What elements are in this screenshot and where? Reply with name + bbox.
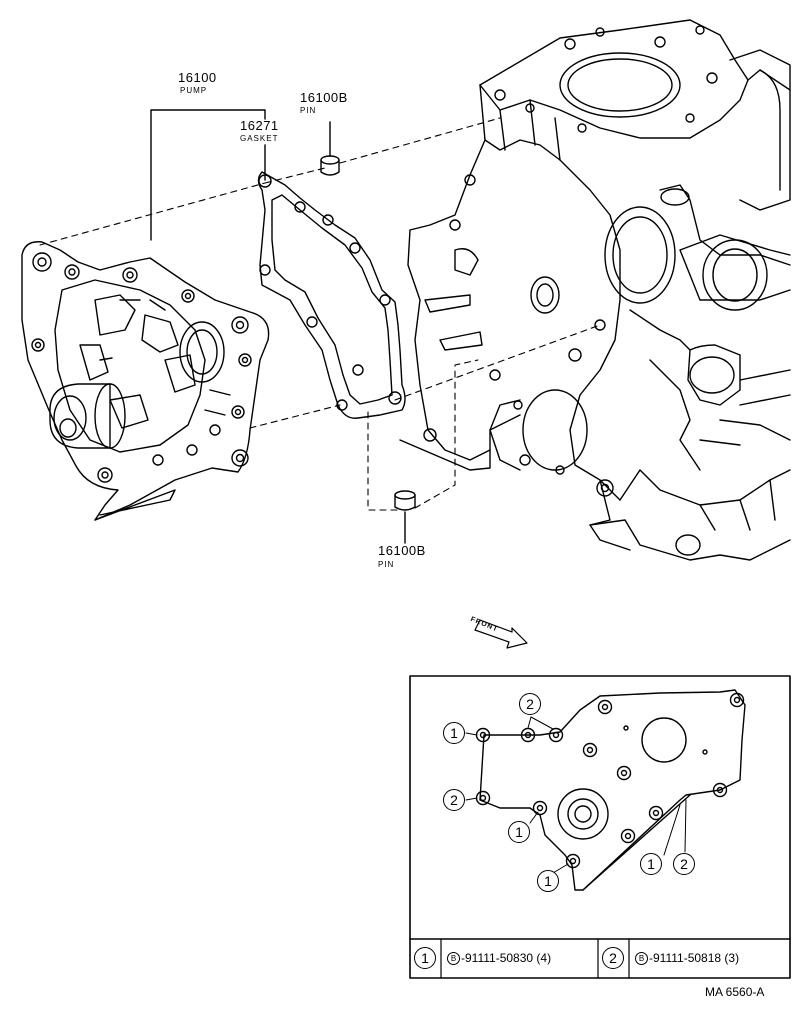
alignment-dashes xyxy=(39,117,601,511)
legend-bolt-2-part: -91111-50818 (3) xyxy=(649,951,740,965)
pump-part-number: 16100 xyxy=(178,70,217,85)
inset-callout-2: 2 xyxy=(443,789,465,811)
gasket-part-number: 16271 xyxy=(240,118,279,133)
legend-callout-2: 2 xyxy=(602,947,624,969)
inset-callout-1: 1 xyxy=(443,722,465,744)
reference-code: MA 6560-A xyxy=(705,985,765,999)
legend-bolt-1: B-91111-50830 (4) xyxy=(447,951,552,966)
legend-callout-1: 1 xyxy=(414,947,436,969)
pin-top-part-number: 16100B xyxy=(300,90,348,105)
pin-bottom-part-number: 16100B xyxy=(378,543,426,558)
legend-bolt-1-part: -91111-50830 (4) xyxy=(461,951,552,965)
pin-top xyxy=(320,155,340,176)
bolt-symbol-icon: B xyxy=(635,952,648,966)
inset-callout-1: 1 xyxy=(508,821,530,843)
front-arrow xyxy=(474,619,528,649)
bolt-symbol-icon: B xyxy=(447,952,460,966)
pin-top-part-name: PIN xyxy=(300,106,317,115)
pump-part-name: PUMP xyxy=(180,86,208,95)
engine-block xyxy=(399,19,791,561)
gasket xyxy=(257,171,406,419)
inset-pump-outline xyxy=(465,689,746,891)
inset-frame xyxy=(409,675,791,979)
inset-callout-1: 1 xyxy=(537,870,559,892)
pin-bottom xyxy=(394,490,416,511)
label-leaders xyxy=(150,109,406,544)
inset-callout-2: 2 xyxy=(673,853,695,875)
gasket-part-name: GASKET xyxy=(240,134,279,143)
legend-bolt-2: B-91111-50818 (3) xyxy=(635,951,740,966)
pin-bottom-part-name: PIN xyxy=(378,560,395,569)
inset-callout-1: 1 xyxy=(640,853,662,875)
inset-callout-2: 2 xyxy=(519,693,541,715)
water-pump xyxy=(21,241,270,521)
